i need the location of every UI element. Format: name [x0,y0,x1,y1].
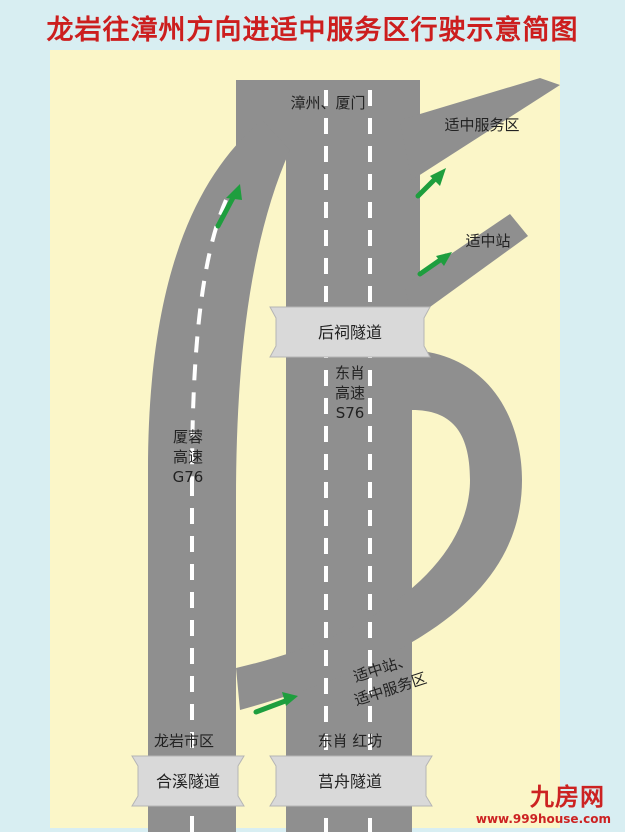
label-xiarong-line-2: 高速 [173,448,203,466]
watermark-url: www.999house.com [475,812,611,826]
label-toll-station: 适中站 [465,232,510,250]
watermark-logo: 九房网 [530,782,605,811]
tunnel-label-juzhou: 莒舟隧道 [318,772,382,791]
lane-marking-curve [190,199,228,481]
road-service-area-branch [400,78,560,180]
green-arrow-icon [215,184,242,229]
green-arrow-icon [253,692,298,715]
green-arrow-icon [417,252,452,277]
road-toll-station-branch [405,214,528,320]
label-xiarong-line-3: G76 [173,468,204,486]
label-dongxiao-line-3: S76 [336,404,365,422]
label-service-area: 适中服务区 [444,116,519,134]
tunnel-label-houci: 后祠隧道 [318,323,382,342]
tunnel-plaque-hexi: 合溪隧道 [131,755,245,807]
label-dongxiao-line-1: 东肖 [335,364,365,382]
label-dongxiao-line-2: 高速 [335,384,365,402]
green-arrow-icon [415,168,446,199]
label-dongxiao-hongfang: 东肖 红坊 [318,732,383,750]
road-loop-ramp [236,350,522,710]
label-top-direction: 漳州、厦门 [290,94,365,112]
road-xiarong-g76 [148,120,290,832]
tunnel-label-hexi: 合溪隧道 [156,772,220,791]
tunnel-plaque-houci: 后祠隧道 [269,306,431,358]
label-longyan-city: 龙岩市区 [154,732,214,750]
tunnel-plaque-juzhou: 莒舟隧道 [269,755,433,807]
page-title: 龙岩往漳州方向进适中服务区行驶示意简图 [46,15,579,46]
label-xiarong-line-1: 厦蓉 [173,428,203,446]
